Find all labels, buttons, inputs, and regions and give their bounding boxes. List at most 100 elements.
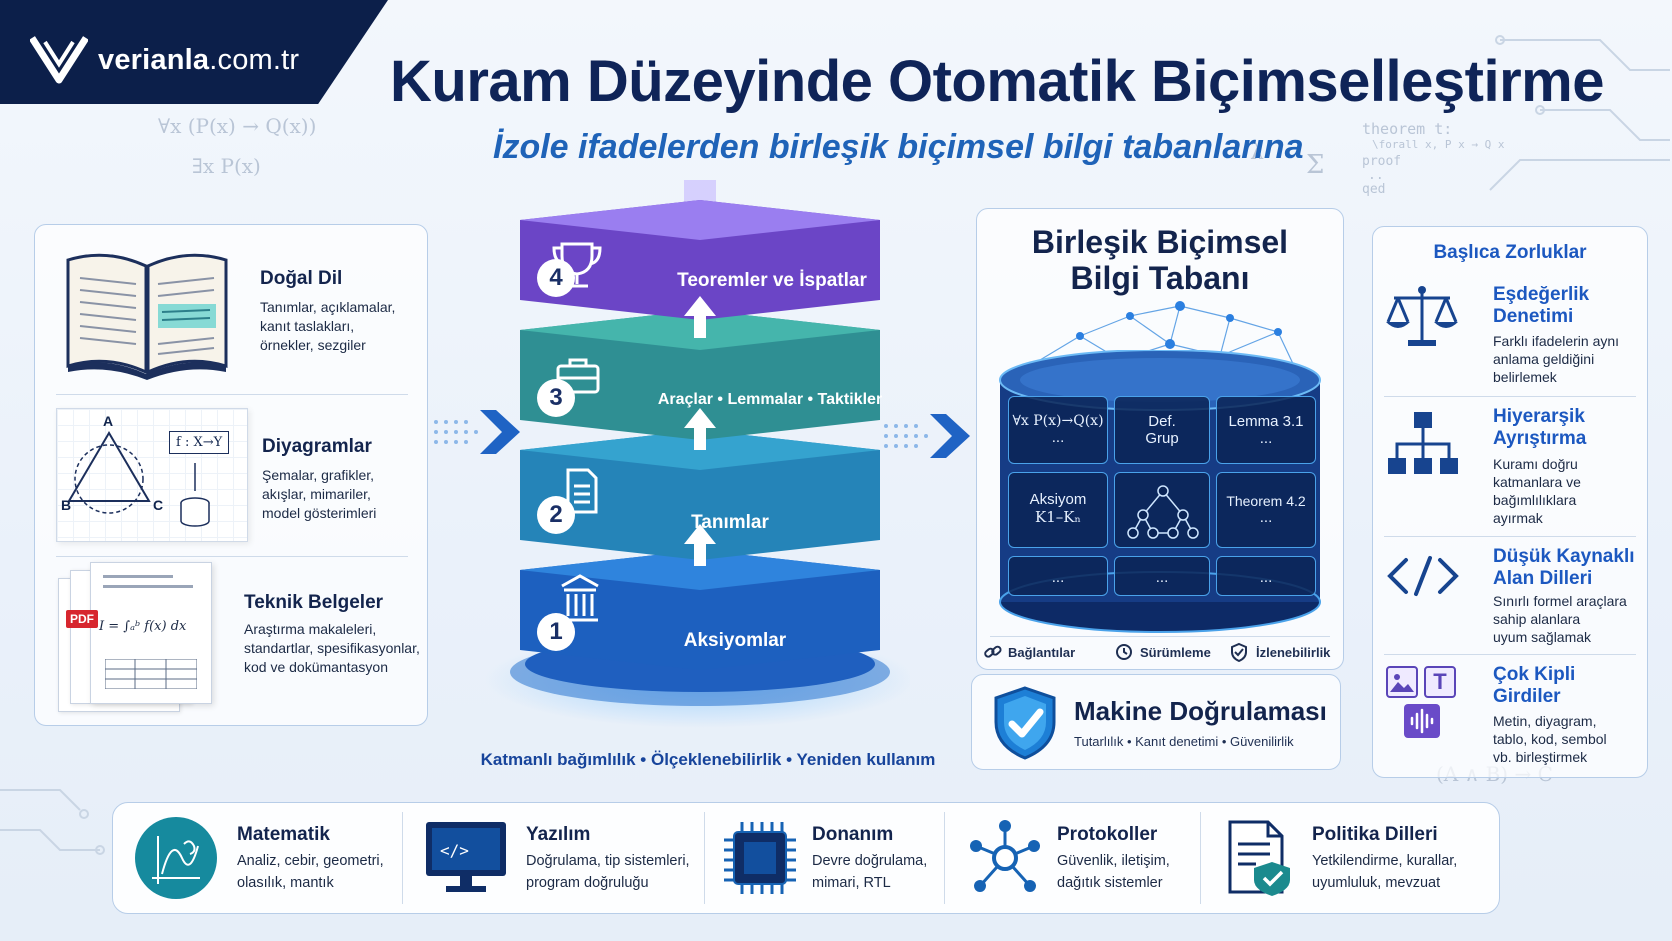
- domain-title-hardware: Donanım: [812, 824, 894, 845]
- layer-number-4: 4: [537, 259, 575, 297]
- challenge-divider: [1384, 396, 1636, 397]
- domain-desc-hardware: Devre doğrulama,mimari, RTL: [812, 853, 928, 891]
- kb-divider: [990, 636, 1330, 637]
- challenges-heading: Başlıca Zorluklar: [1433, 242, 1587, 263]
- domain-desc-software: Doğrulama, tip sistemleri,program doğrul…: [526, 853, 690, 891]
- diagram-label-b: B: [61, 497, 72, 513]
- formula-text: I = ∫ₐᵇ f(x) dx: [99, 619, 187, 634]
- bg-circuit-lines-left: [0, 789, 105, 855]
- page-title: Kuram Düzeyinde Otomatik Biçimselleştirm…: [390, 49, 1605, 114]
- bg-lambda: λ: [1250, 140, 1264, 165]
- page-subtitle: İzole ifadelerden birleşik biçimsel bilg…: [493, 128, 1304, 166]
- diagram-map-label: f : X→Y: [169, 431, 230, 454]
- source-desc-natural-language: Tanımlar, açıklamalar,kanıt taslakları,ö…: [260, 299, 396, 353]
- domain-divider: [704, 812, 705, 904]
- layer-label-tools: Araçlar • Lemmalar • Taktikler: [657, 391, 883, 408]
- source-divider: [56, 556, 408, 557]
- layer-label-axioms: Aksiyomlar: [683, 630, 787, 651]
- svg-text:</>: </>: [440, 841, 469, 860]
- verification-title: Makine Doğrulaması: [1074, 696, 1327, 726]
- source-desc-technical-docs: Araştırma makaleleri,standartlar, spesif…: [244, 621, 420, 675]
- db-cell-more-1: ...: [1008, 556, 1108, 596]
- db-cell-lemma: Lemma 3.1...: [1216, 396, 1316, 464]
- brand-domain: .com.tr: [209, 44, 300, 76]
- layer-number-2: 2: [537, 496, 575, 534]
- pdf-badge: PDF: [66, 610, 98, 628]
- bg-code-3: proof: [1362, 154, 1402, 169]
- source-title-diagrams: Diyagramlar: [262, 436, 372, 457]
- bg-code-4: ..: [1368, 168, 1384, 183]
- source-title-technical-docs: Teknik Belgeler: [244, 592, 384, 613]
- domain-divider: [1200, 812, 1201, 904]
- db-cell-more-3: ...: [1216, 556, 1316, 596]
- document-stack: I = ∫ₐᵇ f(x) dx PDF: [58, 562, 218, 712]
- bg-code-1: theorem t:: [1362, 120, 1453, 138]
- text-t-icon: T: [1424, 666, 1456, 698]
- kb-feature-traceability: İzlenebilirlik: [1256, 645, 1331, 660]
- layer-stack: [485, 180, 910, 728]
- db-cell-graph: [1114, 472, 1210, 548]
- monitor-code-icon: </>: [426, 822, 506, 892]
- challenges-panel: [1372, 226, 1648, 778]
- bg-formula-2: ∃x P(x): [192, 154, 261, 178]
- diagram-label-c: C: [153, 497, 164, 513]
- code-brackets-icon: [1387, 556, 1459, 596]
- source-divider: [56, 394, 408, 395]
- bg-circuit-lines: [1489, 35, 1670, 191]
- layer-label-theorems: Teoremler ve İspatlar: [677, 270, 867, 291]
- db-cell-formula: ∀x P(x)→Q(x)...: [1008, 396, 1108, 464]
- diagram-label-a: A: [103, 413, 114, 429]
- shield-check-small-icon: [1231, 642, 1247, 662]
- network-nodes-icon: [970, 820, 1040, 892]
- diagram-illustration: A B C f : X→Y: [56, 408, 248, 542]
- image-icon: [1386, 666, 1418, 698]
- db-cell-theorem: Theorem 4.2...: [1216, 472, 1316, 548]
- kb-feature-links: Bağlantılar: [1008, 645, 1076, 660]
- domain-title-protocols: Protokoller: [1057, 824, 1158, 845]
- domain-title-software: Yazılım: [526, 824, 591, 845]
- domain-title-math: Matematik: [237, 824, 330, 845]
- db-cell-more-2: ...: [1114, 556, 1210, 596]
- flow-arrow-right-1: [434, 410, 520, 454]
- verification-tags: Tutarlılık • Kanıt denetimi • Güvenilirl…: [1074, 734, 1294, 749]
- layer-number-3: 3: [537, 379, 575, 417]
- math-icon: [135, 817, 217, 899]
- open-book-icon: [66, 253, 228, 380]
- hierarchy-icon: [1388, 412, 1458, 474]
- link-icon: [984, 645, 1002, 658]
- domain-desc-policy: Yetkilendirme, kurallar,uyumluluk, mevzu…: [1312, 853, 1458, 891]
- flow-arrow-right-2: [884, 414, 970, 458]
- domain-title-policy: Politika Dilleri: [1312, 824, 1438, 845]
- domain-desc-protocols: Güvenlik, iletişim,dağıtık sistemler: [1057, 853, 1170, 891]
- bg-code-2: \forall x, P x → Q x: [1372, 138, 1505, 151]
- bg-sigma: Σ: [1306, 150, 1325, 180]
- audio-wave-icon: [1404, 704, 1440, 738]
- brand-name: verianla: [98, 44, 210, 76]
- challenge-divider: [1384, 536, 1636, 537]
- logo-v-icon: [30, 36, 88, 84]
- database-grid: ∀x P(x)→Q(x)... Def.Grup Lemma 3.1... Ak…: [1002, 392, 1320, 614]
- domain-desc-math: Analiz, cebir, geometri,olasılık, mantık: [237, 853, 384, 891]
- bg-formula-1: ∀x (P(x) → Q(x)): [158, 114, 317, 138]
- clock-icon: [1116, 644, 1132, 660]
- triangle-diagram: [67, 431, 210, 527]
- domain-divider: [944, 812, 945, 904]
- kb-feature-versioning: Sürümleme: [1140, 645, 1211, 660]
- bg-code-5: qed: [1362, 182, 1386, 197]
- layer-label-definitions: Tanımlar: [691, 512, 769, 533]
- layer-number-1: 1: [537, 613, 575, 651]
- brand-logo[interactable]: verianla.com.tr: [98, 44, 299, 77]
- scales-icon: [1386, 286, 1458, 346]
- domain-divider: [402, 812, 403, 904]
- tree-graph-icon: [1127, 485, 1199, 539]
- source-title-natural-language: Doğal Dil: [260, 268, 343, 289]
